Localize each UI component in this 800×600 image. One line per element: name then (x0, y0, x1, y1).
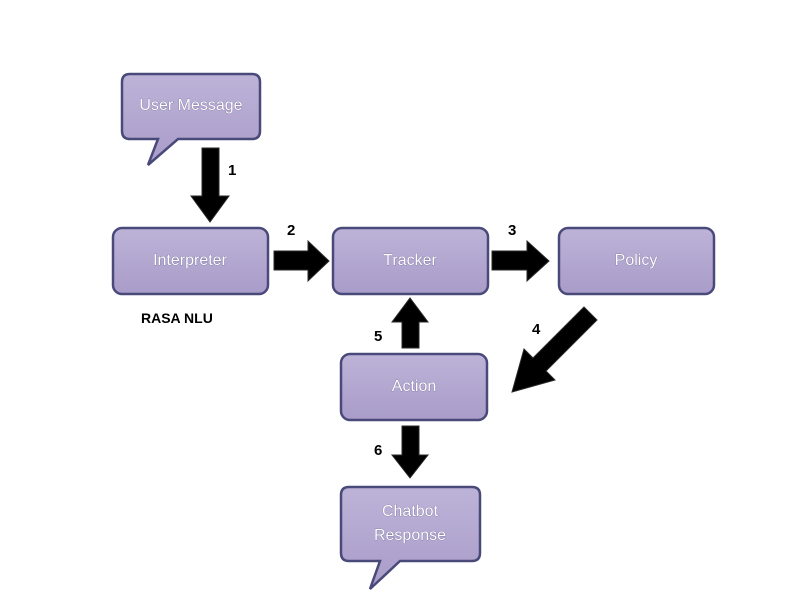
action-box: Action (339, 352, 489, 422)
step-3-label: 3 (508, 222, 516, 239)
arrow-1 (190, 147, 230, 223)
step-1-label: 1 (228, 162, 236, 179)
step-5-label: 5 (374, 328, 382, 345)
arrow-5 (391, 297, 429, 349)
chatbot-response-callout: Chatbot Response (339, 485, 482, 590)
step-4-label: 4 (532, 321, 541, 338)
action-label: Action (392, 378, 436, 395)
chatbot-response-label-line2: Response (374, 527, 446, 544)
user-message-callout: User Message (120, 72, 262, 166)
interpreter-label: Interpreter (153, 252, 227, 269)
policy-label: Policy (615, 252, 658, 269)
tracker-label: Tracker (383, 252, 437, 269)
step-6-label: 6 (374, 442, 382, 459)
arrow-4 (511, 306, 598, 393)
tracker-box: Tracker (331, 226, 490, 296)
policy-box: Policy (557, 226, 716, 296)
arrow-6 (390, 425, 430, 479)
user-message-label: User Message (139, 97, 242, 114)
arrow-3 (491, 239, 550, 283)
chatbot-response-label-line1: Chatbot (382, 503, 439, 520)
step-2-label: 2 (287, 222, 295, 239)
interpreter-box: Interpreter (111, 226, 270, 296)
rasa-nlu-note: RASA NLU (141, 310, 213, 326)
arrow-2 (273, 239, 330, 283)
